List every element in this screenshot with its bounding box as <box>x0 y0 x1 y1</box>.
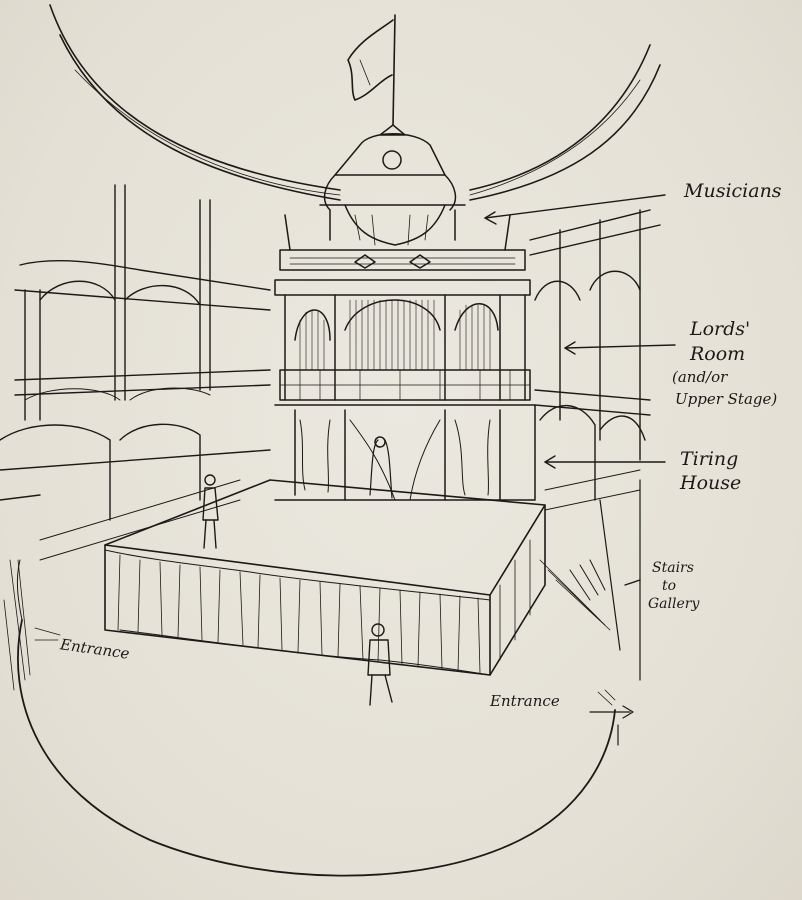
figure-in-yard <box>367 623 393 706</box>
label-tiring-house-2: House <box>680 472 742 494</box>
stairs-marks <box>569 559 606 601</box>
entrance-left-marks <box>3 559 61 691</box>
label-lords-room: Lords' <box>690 318 751 340</box>
label-stairs-3: Gallery <box>648 596 700 612</box>
label-stairs-2: to <box>662 578 677 594</box>
gallery-right <box>529 209 661 681</box>
heavens-canopy <box>279 124 526 271</box>
label-lords-room-note: (and/or <box>672 368 728 386</box>
flag <box>347 14 396 126</box>
label-lords-room-2: Room <box>690 343 746 365</box>
lords-room <box>274 279 531 401</box>
roof-canopy <box>49 4 661 201</box>
tiring-house <box>274 404 536 501</box>
pointer-arrows <box>484 194 676 586</box>
label-tiring-house: Tiring <box>680 448 739 470</box>
label-entrance-right: Entrance <box>490 692 560 710</box>
figure-on-stage <box>202 474 219 549</box>
label-stairs: Stairs <box>652 560 694 576</box>
stage-platform <box>104 479 546 676</box>
gallery-left <box>0 184 271 561</box>
entrance-right-marks <box>589 689 634 746</box>
label-musicians: Musicians <box>684 180 782 202</box>
label-lords-room-note-2: Upper Stage) <box>675 390 778 408</box>
yard-outline <box>16 559 616 877</box>
